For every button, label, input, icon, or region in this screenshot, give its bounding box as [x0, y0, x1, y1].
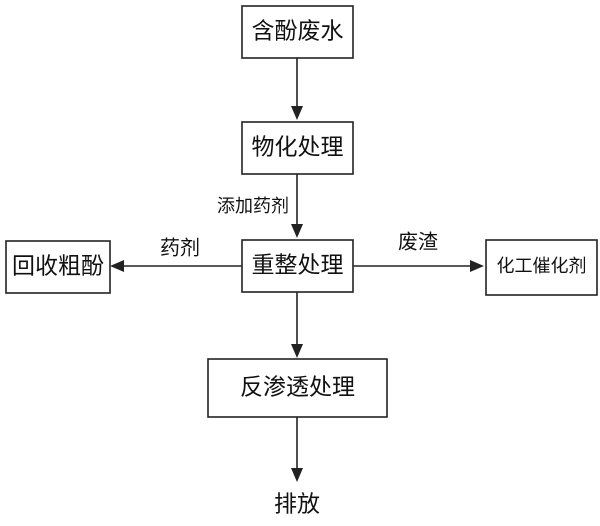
crude-phenol-recovery-box — [5, 240, 111, 294]
arrowhead-to-discharge — [291, 468, 303, 482]
reverse-osmosis-treatment-node: 反渗透处理 — [207, 358, 388, 418]
chemical-catalyst-label: 化工催化剂 — [497, 256, 587, 277]
reforming-treatment-label: 重整处理 — [252, 253, 344, 279]
discharge-label: 排放 — [274, 492, 320, 518]
agent-label: 药剂 — [160, 236, 200, 260]
arrowhead-to-ro — [291, 344, 303, 358]
reverse-osmosis-treatment-label: 反渗透处理 — [240, 375, 355, 401]
waste-residue-label: 废渣 — [398, 230, 438, 254]
phenol-wastewater-node: 含酚废水 — [241, 5, 354, 59]
crude-phenol-recovery-node: 回收粗酚 — [5, 240, 111, 294]
physicochemical-treatment-box — [241, 121, 354, 175]
phenol-wastewater-label: 含酚废水 — [252, 19, 344, 45]
reforming-treatment-node: 重整处理 — [241, 239, 354, 293]
arrowhead-to-reforming — [291, 224, 303, 238]
arrowhead-to-catalyst — [470, 260, 484, 272]
physicochemical-treatment-node: 物化处理 — [241, 121, 354, 175]
chemical-catalyst-node: 化工催化剂 — [485, 239, 598, 296]
arrowhead-to-crude-phenol — [110, 260, 124, 272]
crude-phenol-recovery-label: 回收粗酚 — [12, 254, 104, 280]
phenol-wastewater-box — [241, 5, 354, 59]
reverse-osmosis-treatment-box — [207, 358, 388, 418]
arrowhead-to-physicochemical — [291, 106, 303, 120]
physicochemical-treatment-label: 物化处理 — [252, 135, 344, 161]
add-agent-label: 添加药剂 — [217, 196, 289, 217]
chemical-catalyst-box — [485, 239, 598, 296]
